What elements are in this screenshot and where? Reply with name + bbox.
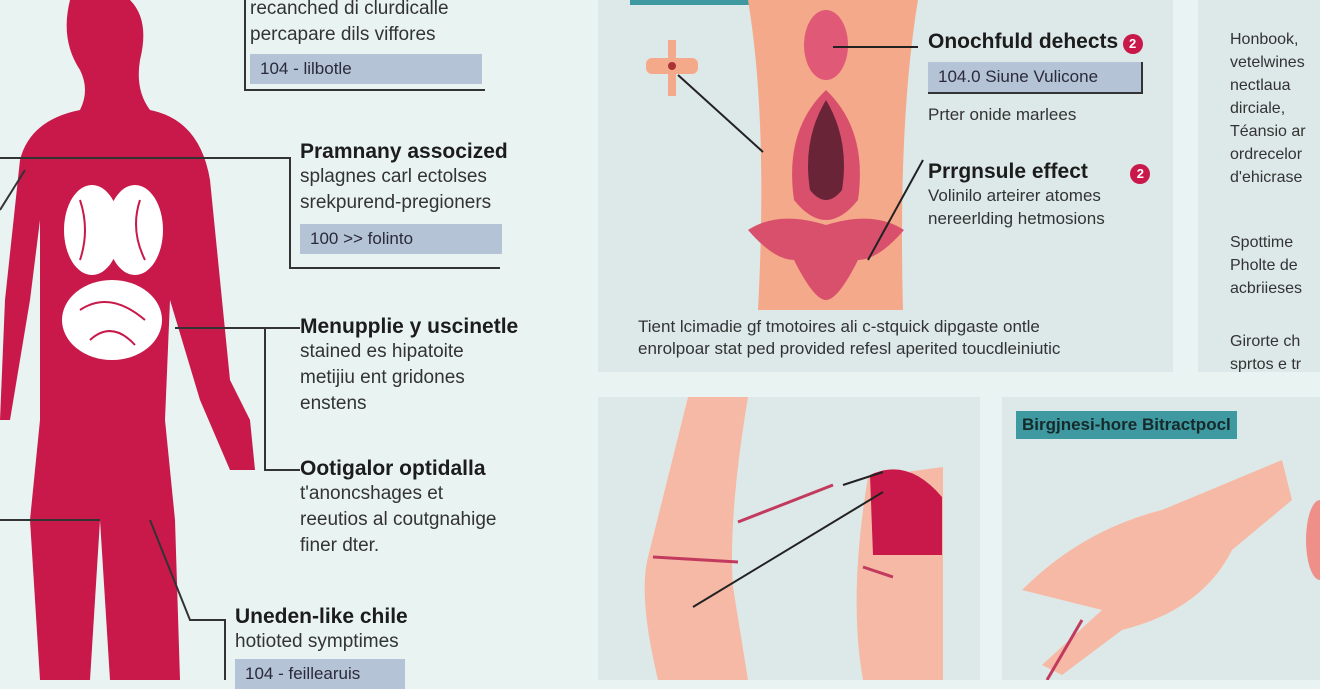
body-silhouette-illustration [0,0,255,680]
left-block-3: Menupplie y uscinetle stained es hipatoi… [300,315,519,414]
badge: 2 [1122,34,1143,54]
hand-illustration [1022,460,1320,680]
value-tag: 100 >> folinto [300,224,502,254]
panel-hand-detail: Birgjnesi-hore Bitractpocl [1002,397,1320,680]
badge: 2 [1130,164,1151,184]
teal-header-bar [630,0,770,5]
panel-label: Birgjnesi-hore Bitractpocl [1016,411,1237,439]
item-2: Prrgnsule effect 2 Volinilo arteirer ato… [928,160,1151,230]
pelvic-illustration [646,0,924,310]
panel-right-notes: Honbook, vetelwines nectlaua dirciale, T… [1198,0,1320,372]
item-1: Onochfuld dehects 2 104.0 Siune Vulicone… [928,30,1143,128]
left-block-5: Uneden-like chile hotioted symptimes 104… [235,605,408,689]
left-block-4: Ootigalor optidalla t'anoncshages et ree… [300,457,497,556]
left-block-2: Pramnany assocized splagnes carl ectolse… [300,140,508,254]
panel-hands [598,397,980,680]
value-tag: 104 - feillearuis [235,659,405,689]
hands-illustration [644,397,943,680]
value-tag: 104 - lilbotle [250,54,482,84]
value-tag: 104.0 Siune Vulicone [928,62,1143,94]
caption: Tient lcimadie gf tmotoires ali c-stquic… [638,317,1061,358]
callout-lines [0,0,500,680]
left-block-1: recanched di clurdicalle percapare dils … [250,0,482,84]
panel-pelvic-anatomy: Onochfuld dehects 2 104.0 Siune Vulicone… [598,0,1173,372]
